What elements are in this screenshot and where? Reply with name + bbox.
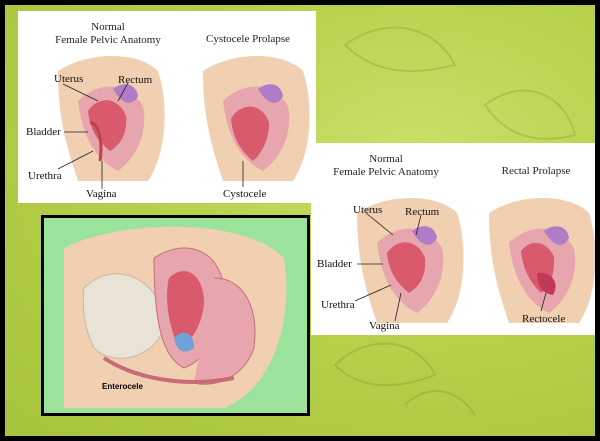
title-normal-anatomy-right: Normal Female Pelvic Anatomy bbox=[316, 153, 456, 179]
label-rectum-right: Rectum bbox=[405, 206, 439, 218]
label-rectum: Rectum bbox=[118, 74, 152, 86]
panel-normal-vs-rectal-prolapse: Normal Female Pelvic Anatomy Rectal Prol… bbox=[311, 143, 595, 335]
label-bladder-right: Bladder bbox=[317, 258, 352, 270]
panel-normal-vs-cystocele: Normal Female Pelvic Anatomy Cystocele P… bbox=[18, 11, 316, 203]
panel-enterocele: Enterocele bbox=[41, 215, 310, 416]
slide: Normal Female Pelvic Anatomy Cystocele P… bbox=[5, 5, 595, 436]
label-bladder: Bladder bbox=[26, 126, 61, 138]
label-urethra-right: Urethra bbox=[321, 299, 355, 311]
title-normal-anatomy: Normal Female Pelvic Anatomy bbox=[38, 21, 178, 47]
title-rectal-prolapse: Rectal Prolapse bbox=[481, 165, 591, 178]
label-rectocele: Rectocele bbox=[522, 313, 565, 325]
label-urethra: Urethra bbox=[28, 170, 62, 182]
label-uterus: Uterus bbox=[54, 73, 83, 85]
label-enterocele: Enterocele bbox=[102, 382, 143, 391]
label-uterus-right: Uterus bbox=[353, 204, 382, 216]
title-cystocele-prolapse: Cystocele Prolapse bbox=[188, 33, 308, 46]
label-vagina-right: Vagina bbox=[369, 320, 400, 332]
label-cystocele: Cystocele bbox=[223, 188, 266, 200]
enterocele-illustration bbox=[44, 218, 307, 413]
label-vagina: Vagina bbox=[86, 188, 117, 200]
